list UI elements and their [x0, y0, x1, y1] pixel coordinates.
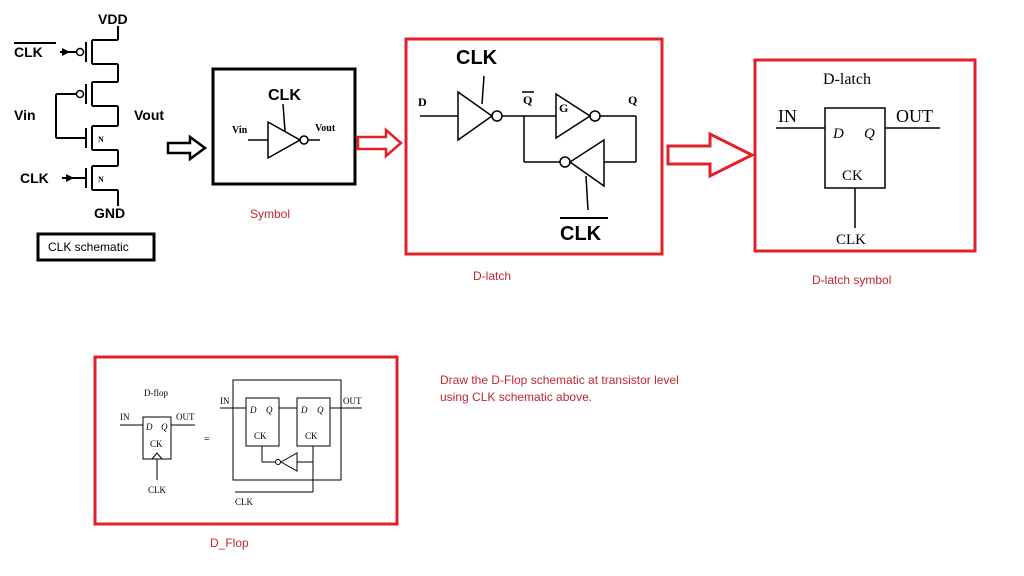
- clk-label: CLK: [20, 170, 49, 186]
- dlatch-symbol-box: [753, 58, 977, 253]
- dflop-out: OUT: [176, 412, 195, 422]
- dflop-title: D-flop: [144, 388, 168, 398]
- dflop-ms-q2: Q: [317, 405, 324, 415]
- dflop-in: IN: [120, 412, 130, 422]
- dflop-master-slave-drawing: [220, 379, 362, 493]
- symbol-caption: Symbol: [250, 207, 290, 221]
- nmos1-n-label: N: [98, 135, 104, 144]
- instruction-line-2: using CLK schematic above.: [440, 390, 592, 404]
- vdd-label: VDD: [98, 11, 128, 27]
- dlatch-g-label: G: [559, 101, 568, 115]
- dlatch-q-label: Q: [628, 93, 637, 107]
- dlatch-symbol-in: IN: [778, 106, 797, 126]
- gnd-label: GND: [94, 205, 125, 221]
- symbol-box: [211, 67, 357, 186]
- dflop-d: D: [145, 422, 153, 432]
- dlatch-symbol-drawing: [776, 107, 940, 228]
- dflop-ms-ck1: CK: [254, 431, 267, 441]
- dlatch-clk-label: CLK: [456, 47, 498, 69]
- dflop-ms-ck2: CK: [305, 431, 318, 441]
- instruction-line-1: Draw the D-Flop schematic at transistor …: [440, 373, 679, 387]
- dlatch-qbar-label: Q: [523, 93, 532, 107]
- dflop-ms-d1: D: [249, 405, 257, 415]
- arrow-to-dlatch: [356, 127, 403, 159]
- symbol-vin-label: Vin: [232, 125, 248, 136]
- dflop-symbol-drawing: [120, 416, 195, 480]
- dflop-ms-in: IN: [220, 396, 230, 406]
- dflop-q: Q: [161, 422, 168, 432]
- vout-label: Vout: [134, 107, 164, 123]
- dlatch-symbol-caption: D-latch symbol: [812, 273, 891, 287]
- dlatch-clk-bar-label: CLK: [560, 223, 602, 245]
- dflop-ms-d2: D: [300, 405, 308, 415]
- dlatch-d-label: D: [418, 95, 427, 109]
- dlatch-symbol-clk: CLK: [836, 232, 866, 248]
- dlatch-symbol-out: OUT: [896, 106, 933, 126]
- dlatch-box: [404, 37, 664, 256]
- dflop-ms-out: OUT: [343, 396, 362, 406]
- arrow-to-dlatch-symbol: [666, 131, 756, 179]
- clk-bar-label: CLK: [14, 44, 43, 60]
- clk-schematic-caption: CLK schematic: [48, 240, 129, 254]
- dlatch-symbol-title: D-latch: [823, 71, 871, 88]
- dlatch-circuit: [420, 75, 637, 211]
- symbol-vout-label: Vout: [315, 123, 336, 134]
- dlatch-symbol-ck: CK: [842, 168, 863, 184]
- clocked-inverter-symbol: [248, 103, 320, 160]
- dflop-box: [93, 355, 399, 526]
- dflop-ms-q1: Q: [266, 405, 273, 415]
- clk-schematic-caption-box: [36, 232, 156, 262]
- clk-bar-arrow: [62, 48, 70, 56]
- dflop-ms-clk: CLK: [235, 497, 254, 507]
- dlatch-symbol-d: D: [832, 126, 844, 142]
- nmos2-n-label: N: [98, 175, 104, 184]
- dlatch-symbol-q: Q: [864, 126, 875, 142]
- arrow-to-symbol: [166, 134, 208, 162]
- dflop-clk: CLK: [148, 485, 167, 495]
- dlatch-caption: D-latch: [473, 269, 511, 283]
- vin-label: Vin: [14, 107, 36, 123]
- dflop-ck: CK: [150, 439, 163, 449]
- clk-schematic: [55, 26, 119, 206]
- dflop-caption: D_Flop: [210, 536, 249, 550]
- symbol-clk-label: CLK: [268, 87, 301, 104]
- clk-arrow: [66, 174, 74, 182]
- dflop-equals: =: [204, 434, 210, 445]
